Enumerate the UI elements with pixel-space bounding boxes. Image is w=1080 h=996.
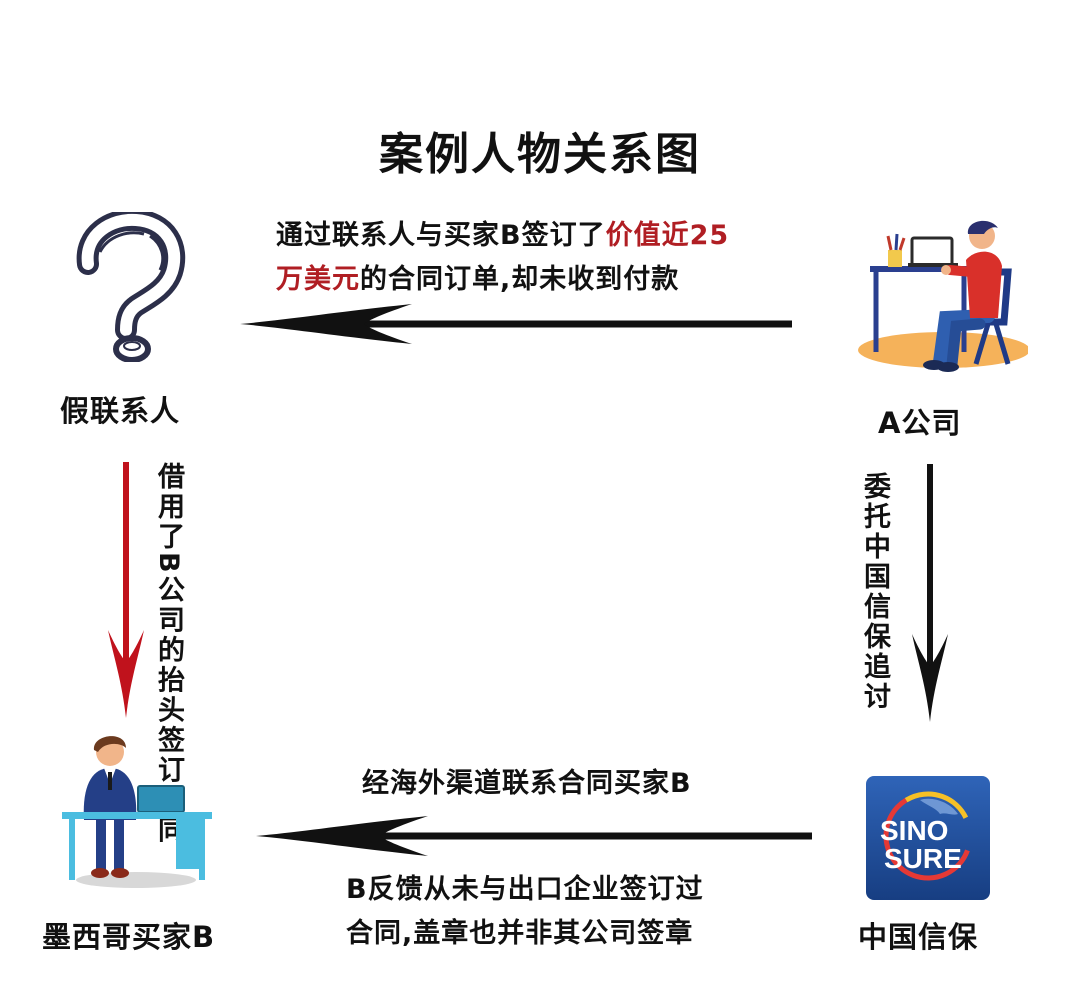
edge-a-to-fake-highlight-2: 万美元: [276, 264, 360, 295]
sinosure-logo: SINO SURE: [866, 776, 990, 900]
edge-a-to-fake-prefix: 通过联系人与买家B签订了: [276, 220, 606, 251]
node-mexico-buyer-label: 墨西哥买家B: [42, 920, 216, 954]
question-mark-icon: [70, 212, 190, 362]
edge-sinosure-bottom-line-2: 合同,盖章也并非其公司签章: [346, 918, 694, 949]
node-fake-contact-label: 假联系人: [60, 394, 181, 428]
logo-line-1: SINO: [880, 815, 948, 846]
edge-sinosure-to-buyer-bottom-label: B反馈从未与出口企业签订过 合同,盖章也并非其公司签章: [346, 868, 704, 956]
edge-a-to-fake-label: 通过联系人与买家B签订了价值近25 万美元的合同订单,却未收到付款: [276, 214, 729, 302]
node-company-a-label: A公司: [878, 406, 962, 440]
arrow-sinosure-to-buyer: [252, 814, 816, 858]
edge-a-to-sinosure-label: 委托中国信保追讨: [859, 472, 890, 712]
edge-sinosure-bottom-line-1: B反馈从未与出口企业签订过: [346, 874, 704, 905]
logo-line-2: SURE: [884, 843, 962, 874]
edge-a-to-fake-line-2: 万美元的合同订单,却未收到付款: [276, 258, 729, 302]
edge-a-to-fake-highlight-1: 价值近25: [605, 220, 730, 251]
edge-fake-to-buyer-col-1: 借用了B公司的抬头: [153, 462, 184, 726]
edge-sinosure-to-buyer-top-label: 经海外渠道联系合同买家B: [362, 768, 692, 799]
arrow-a-to-fake: [236, 302, 796, 346]
edge-fake-to-buyer-label: 借用了B公司的抬头签订合同: [146, 462, 190, 846]
person-at-desk-icon: [848, 214, 1028, 376]
buyer-at-desk-icon: [56, 730, 216, 890]
arrow-fake-to-buyer: [104, 462, 148, 722]
edge-a-to-fake-line-1: 通过联系人与买家B签订了价值近25: [276, 214, 729, 258]
edge-a-to-fake-suffix: 的合同订单,却未收到付款: [360, 264, 680, 295]
node-sinosure-label: 中国信保: [858, 920, 979, 954]
diagram-title: 案例人物关系图: [379, 129, 701, 180]
arrow-a-to-sinosure: [908, 464, 952, 726]
